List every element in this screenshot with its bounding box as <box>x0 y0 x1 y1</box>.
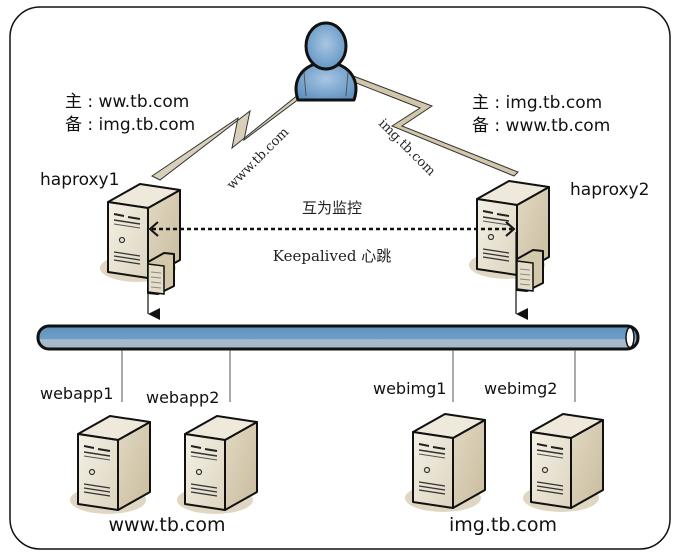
network-bus <box>36 324 640 351</box>
webapp1-server-icon <box>69 415 151 515</box>
link-bolt-haproxy2 <box>345 73 519 177</box>
backend-name-webapp2: webapp2 <box>146 388 219 407</box>
backend-name-webimg1: webimg1 <box>373 379 446 398</box>
haproxy2-name: haproxy2 <box>570 180 649 200</box>
heartbeat-label: Keepalived 心跳 <box>273 247 391 265</box>
diagram-frame <box>9 6 671 550</box>
haproxy2-primary-label: 主 : img.tb.com <box>472 93 602 113</box>
group-label-www: www.tb.com <box>108 514 225 536</box>
backend-name-webapp1: webapp1 <box>40 384 113 403</box>
webimg2-server-icon <box>522 413 604 513</box>
group-label-img: img.tb.com <box>449 514 557 536</box>
haproxy2-server-icon <box>469 181 549 291</box>
mutual-monitor-label: 互为监控 <box>302 199 362 217</box>
haproxy1-name: haproxy1 <box>40 170 119 190</box>
haproxy1-backup-label: 备 : img.tb.com <box>65 115 195 135</box>
backend-name-webimg2: webimg2 <box>484 379 557 398</box>
haproxy1-server-icon <box>100 184 180 294</box>
webapp2-server-icon <box>176 415 258 515</box>
webimg1-server-icon <box>404 413 486 513</box>
keepalived-heartbeat-arrow <box>148 221 516 237</box>
haproxy2-backup-label: 备 : www.tb.com <box>472 116 610 136</box>
user-icon <box>294 21 358 102</box>
haproxy1-primary-label: 主 : ww.tb.com <box>65 92 189 112</box>
